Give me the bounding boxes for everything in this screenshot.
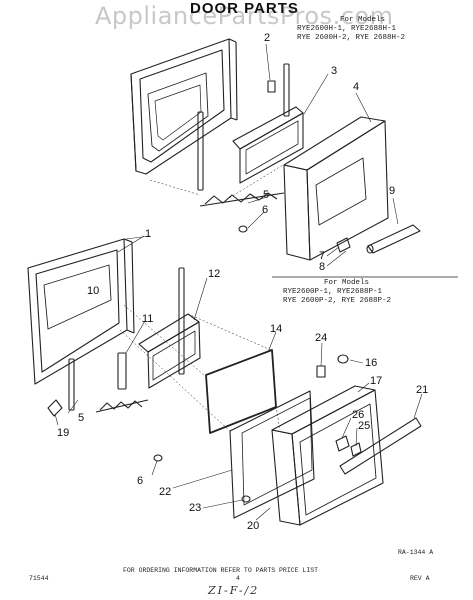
callout-2: 2: [264, 32, 271, 44]
upper-hinge-rod-left: [197, 111, 204, 191]
lower-window-frame: [138, 313, 201, 389]
callout-8: 8: [319, 261, 326, 273]
callout-5-lower: 5: [78, 412, 85, 424]
callout-21: 21: [416, 384, 429, 396]
catalog-code: 71544: [29, 575, 49, 582]
ordering-instruction: FOR ORDERING INFORMATION REFER TO PARTS …: [123, 567, 319, 574]
callout-23: 23: [189, 502, 202, 514]
lower-screw-6: [153, 454, 163, 462]
callout-5-upper: 5: [263, 189, 270, 201]
callout-17: 17: [370, 375, 383, 387]
lower-spring-assembly: [95, 399, 149, 413]
revision-label: REV A: [410, 575, 430, 582]
alignment-guides: [119, 164, 284, 433]
upper-outer-door: [283, 116, 389, 261]
callout-14: 14: [270, 323, 283, 335]
callout-10: 10: [87, 285, 100, 297]
callout-19: 19: [57, 427, 70, 439]
models-upper-line1: RYE2600H-1, RYE2688H-1: [297, 25, 397, 33]
callout-11: 11: [142, 313, 154, 325]
callout-1-lower: 1: [145, 228, 152, 240]
page-number: 4: [236, 575, 240, 582]
lower-glass-insulation: [229, 390, 315, 519]
callout-16: 16: [365, 357, 378, 369]
handwritten-note: ZI-F-/2: [208, 584, 260, 597]
models-lower-heading: For Models: [324, 279, 370, 287]
upper-handle-bracket: [336, 237, 351, 253]
upper-inner-door-panel: [130, 38, 238, 175]
lower-inner-door-panel: [27, 238, 135, 385]
lower-grommet-part-16: [337, 354, 349, 364]
callout-25: 25: [358, 420, 371, 432]
models-lower-line2: RYE 2600P-2, RYE 2688P-2: [283, 297, 392, 305]
lower-bracket-part-26: [335, 435, 350, 452]
lower-screw-23: [241, 495, 251, 503]
callout-4: 4: [353, 81, 360, 93]
callout-26: 26: [352, 409, 365, 421]
models-upper-heading: For Models: [340, 16, 386, 24]
upper-door-handle: [366, 224, 421, 254]
lower-latch-bar: [117, 352, 127, 390]
upper-screw-6: [238, 225, 248, 233]
lower-door-handle: [339, 417, 422, 475]
watermark: AppliancePartsPros.com: [95, 2, 394, 30]
callout-6-lower: 6: [137, 475, 144, 487]
page-title: DOOR PARTS: [190, 0, 299, 17]
drawing-reference: RA-1344 A: [398, 549, 434, 556]
models-lower-line1: RYE2600P-1, RYE2688P-1: [283, 288, 383, 296]
upper-spring-assembly: [199, 192, 285, 207]
callout-12: 12: [208, 268, 221, 280]
lower-clip-part-19: [47, 399, 63, 417]
callout-20: 20: [247, 520, 260, 532]
lower-clip-part-24: [316, 365, 326, 378]
callout-6-upper: 6: [262, 204, 269, 216]
upper-glass-pack: [232, 106, 304, 184]
upper-hinge-rod-right: [283, 63, 290, 117]
lower-outer-door: [271, 385, 384, 526]
callout-9: 9: [389, 185, 396, 197]
lower-hinge-rod-right: [178, 267, 185, 375]
lower-hinge-rod-left: [68, 358, 75, 411]
callout-3: 3: [331, 65, 338, 77]
upper-clip-part-2: [267, 80, 276, 93]
callout-24: 24: [315, 332, 328, 344]
callout-7: 7: [319, 250, 326, 262]
models-upper-line2: RYE 2600H-2, RYE 2688H-2: [297, 34, 406, 42]
leader-lines: [54, 43, 423, 521]
callout-22: 22: [159, 486, 172, 498]
